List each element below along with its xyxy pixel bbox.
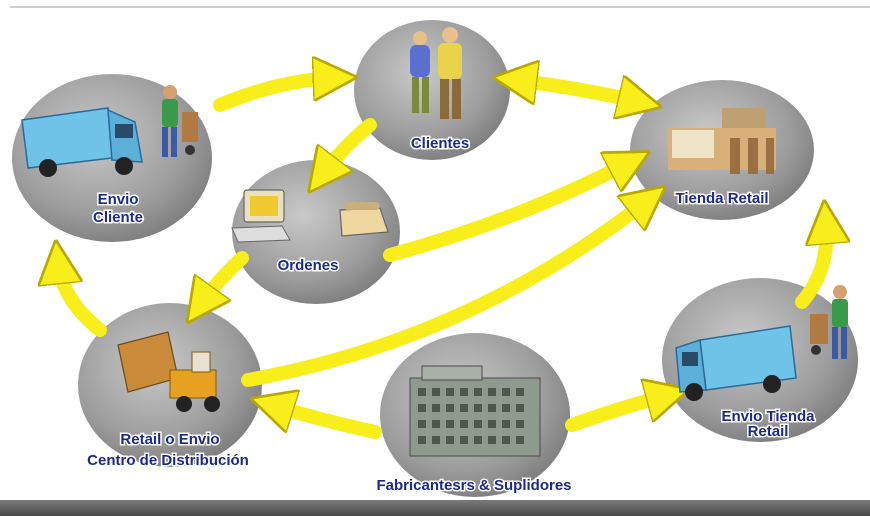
arrow-ordenes-to-retail: [200, 251, 249, 305]
retail-label-line1: Retail o Envio: [120, 431, 219, 448]
envio-cliente-label-line1: Envio: [98, 191, 139, 208]
fabricantes-label: Fabricantesrs & Suplidores: [376, 477, 571, 494]
arrow-clientes-to-ordenes: [322, 118, 377, 175]
retail-label-line2: Centro de Distribución: [87, 452, 249, 469]
arrow-ordenes-to-tienda: [383, 162, 630, 262]
arrow-clientes-to-tienda: [515, 80, 640, 102]
clientes-bubble: [354, 20, 510, 160]
envio-tienda-label-line2: Retail: [748, 423, 789, 440]
arrow-fabricantes-to-envio-tienda: [565, 395, 668, 432]
forklift-icon: [117, 331, 220, 412]
storefront-icon: [668, 108, 776, 174]
arrow-retail-to-envio: [58, 262, 107, 337]
factory-building-icon: [409, 365, 541, 457]
bottom-bar: [0, 500, 870, 516]
ordenes-label: Ordenes: [278, 257, 339, 274]
computer-icon: [231, 189, 291, 243]
envio-tienda-label-line1: Envio Tienda: [721, 408, 815, 425]
people-icon: [410, 27, 462, 119]
arrow-envio-to-clientes: [213, 78, 335, 112]
clientes-label: Clientes: [411, 135, 469, 152]
arrow-fabricantes-to-retail: [272, 405, 382, 439]
arrow-retail-to-tienda: [241, 200, 648, 387]
delivery-truck-icon: [21, 107, 143, 177]
envio-cliente-label-line2: Cliente: [93, 209, 143, 226]
telephone-icon: [339, 202, 389, 237]
arrow-envio-tienda-to-tienda: [795, 222, 827, 309]
worker-handtruck-icon: [162, 85, 198, 157]
tienda-retail-label: Tienda Retail: [675, 190, 768, 207]
worker-handtruck-icon: [810, 285, 848, 359]
top-divider: [10, 6, 870, 8]
delivery-truck-icon: [675, 325, 797, 401]
